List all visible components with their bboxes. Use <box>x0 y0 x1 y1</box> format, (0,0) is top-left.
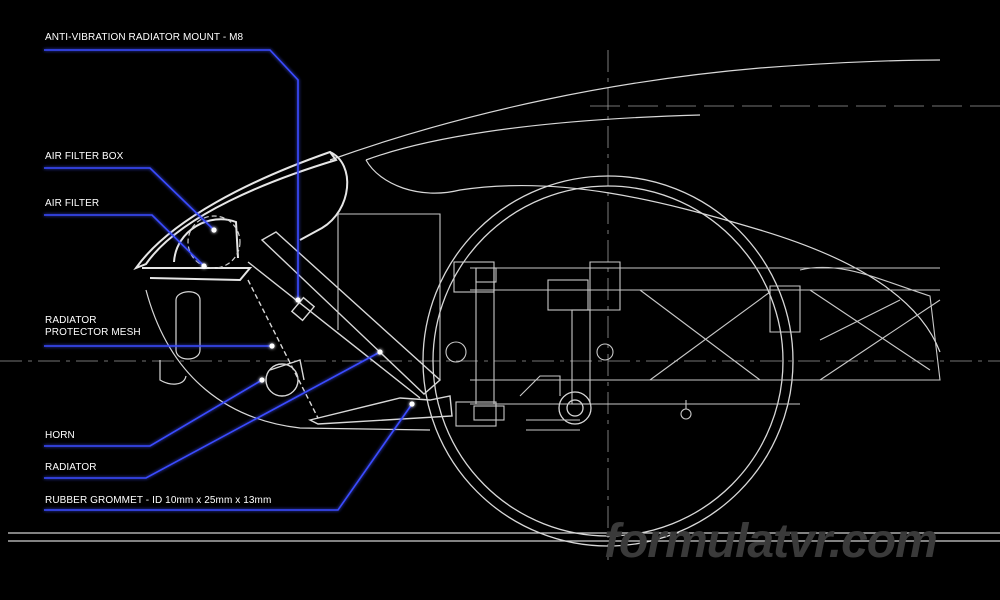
label-air-filter: AIR FILTER <box>45 198 100 209</box>
front-wheel <box>422 175 794 547</box>
label-anti-vibration-mount: ANTI-VIBRATION RADIATOR MOUNT - M8 <box>45 32 244 43</box>
leader-radiator <box>44 351 381 479</box>
label-radiator-protector-mesh: RADIATOR PROTECTOR MESH <box>45 315 141 338</box>
leader-dots <box>201 227 415 407</box>
label-horn: HORN <box>45 430 75 441</box>
label-radiator: RADIATOR <box>45 462 97 473</box>
leader-lines <box>44 49 413 511</box>
leader-rubber-grommet <box>44 403 413 511</box>
leader-air-filter-box <box>44 167 215 231</box>
label-rubber-grommet: RUBBER GROMMET - ID 10mm x 25mm x 13mm <box>45 495 272 506</box>
nose-airbox <box>133 150 349 282</box>
centerlines <box>0 50 1000 560</box>
leader-anti-vibration-mount <box>44 49 299 300</box>
label-air-filter-box: AIR FILTER BOX <box>45 151 124 162</box>
leader-air-filter <box>44 214 205 267</box>
radiator-unit <box>247 231 453 425</box>
chassis-frame <box>337 213 941 431</box>
watermark: formulatvr.com <box>604 515 938 568</box>
leader-horn <box>44 379 263 447</box>
air-filter-element <box>187 215 241 269</box>
body-outline <box>145 59 941 431</box>
ground-line <box>8 532 1000 542</box>
